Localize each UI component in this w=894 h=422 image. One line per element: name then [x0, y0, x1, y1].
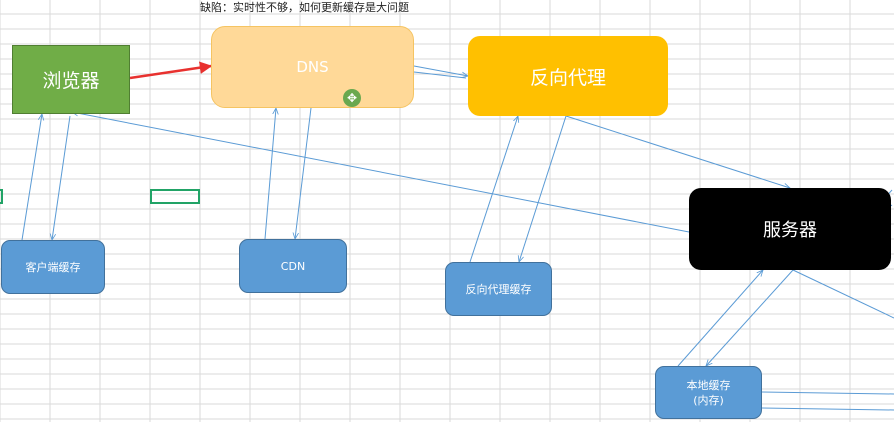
- dns-node[interactable]: DNS: [211, 26, 414, 108]
- reverse-proxy-cache-label: 反向代理缓存: [465, 282, 532, 296]
- cdn-label: CDN: [280, 259, 306, 273]
- browser-label: 浏览器: [42, 70, 100, 92]
- reverse-proxy-node[interactable]: 反向代理: [468, 36, 668, 116]
- defect-note: 缺陷：实时性不够，如何更新缓存是大问题: [200, 1, 409, 14]
- client-cache-label: 客户端缓存: [25, 260, 81, 274]
- arrow-dns-to-cdn: [295, 107, 312, 239]
- reverse-proxy-cache-node[interactable]: 反向代理缓存: [445, 262, 552, 316]
- move-cursor-icon: ✥: [343, 89, 361, 107]
- arrow-server-offscreen: [792, 269, 894, 319]
- dns-label: DNS: [296, 58, 329, 76]
- arrow-cdn-to-dns: [264, 108, 276, 240]
- server-node[interactable]: 服务器: [689, 188, 891, 270]
- arrow-local-cache-offscreen-1: [761, 391, 894, 395]
- arrow-browser-to-dns: [129, 61, 213, 80]
- server-label: 服务器: [763, 220, 817, 241]
- local-cache-label: 本地缓存: [686, 378, 731, 392]
- local-cache-sublabel: (内存): [693, 393, 724, 407]
- selected-cell[interactable]: [150, 189, 200, 204]
- arrow-proxy-cache-to-proxy: [469, 116, 518, 263]
- cdn-node[interactable]: CDN: [239, 239, 347, 293]
- arrow-dns-to-proxy-2: [413, 71, 467, 79]
- arrow-server-to-browser: [72, 112, 690, 233]
- arrow-client-cache-to-browser: [21, 114, 42, 241]
- arrow-server-to-local-cache: [706, 269, 794, 366]
- arrow-local-cache-to-server: [677, 270, 763, 367]
- arrow-local-cache-offscreen-2: [761, 407, 894, 411]
- client-cache-node[interactable]: 客户端缓存: [1, 240, 105, 294]
- selected-cell-edge[interactable]: [0, 189, 3, 204]
- reverse-proxy-label: 反向代理: [529, 66, 606, 89]
- arrow-dns-to-proxy-1: [413, 65, 468, 76]
- arrow-proxy-to-server: [565, 115, 790, 188]
- browser-node[interactable]: 浏览器: [12, 45, 130, 114]
- arrow-browser-to-client-cache: [52, 115, 71, 240]
- arrow-proxy-to-proxy-cache: [519, 115, 567, 262]
- local-cache-node[interactable]: 本地缓存 (内存): [655, 366, 762, 419]
